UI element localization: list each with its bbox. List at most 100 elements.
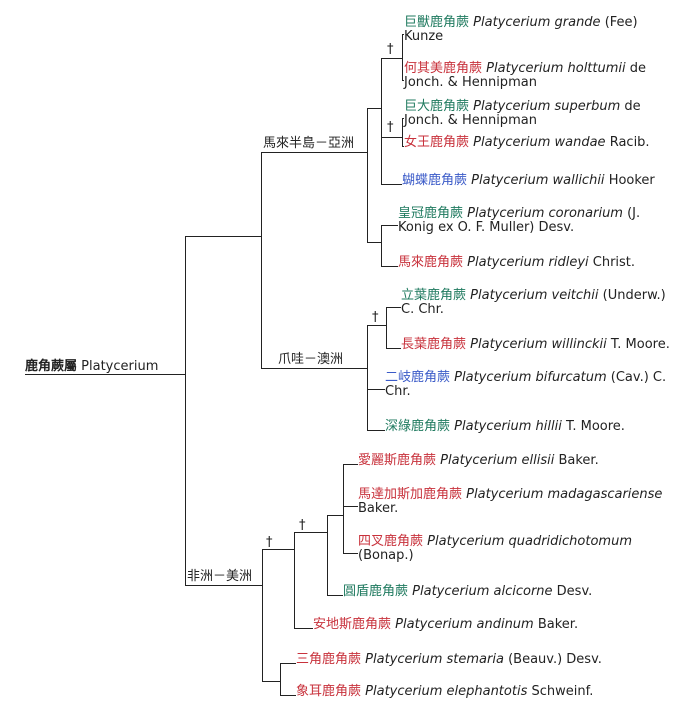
species-cn-name: 愛麗斯鹿角蕨	[358, 453, 437, 468]
species-label: 蝴蝶鹿角蕨 Platycerium wallichii Hooker	[402, 174, 655, 188]
species-author: Racib.	[609, 135, 650, 150]
branch-horizontal	[381, 58, 402, 59]
leaf-branch	[343, 553, 358, 554]
leaf-branch	[367, 430, 385, 431]
branch-vertical	[381, 58, 382, 185]
species-label: 皇冠鹿角蕨 Platycerium coronarium (J.Konig ex…	[398, 207, 640, 235]
leaf-branch	[343, 506, 358, 507]
species-sci-name: Platycerium ridleyi	[467, 255, 589, 270]
species-sci-name: Platycerium superbum	[473, 99, 621, 114]
species-author: Baker.	[558, 453, 599, 468]
species-sci-name: Platycerium wandae	[473, 135, 606, 150]
dagger-mark: †	[372, 310, 379, 325]
branch-vertical	[261, 152, 262, 369]
branch-horizontal	[327, 515, 343, 516]
branch-horizontal	[25, 374, 185, 375]
branch-vertical	[327, 515, 328, 596]
species-cn-name: 立葉鹿角蕨	[401, 288, 467, 303]
leaf-branch	[381, 184, 402, 185]
species-sci-name: Platycerium hillii	[454, 419, 562, 434]
species-author: (Bonap.)	[358, 548, 414, 563]
species-author: (Cav.) C.Chr.	[385, 370, 667, 399]
root-latin: Platycerium	[81, 359, 159, 374]
species-label: 二岐鹿角蕨 Platycerium bifurcatum (Cav.) C.Ch…	[385, 371, 666, 399]
species-author: T. Moore.	[565, 419, 625, 434]
species-author: (Beauv.) Desv.	[508, 652, 602, 667]
branch-vertical	[262, 549, 263, 682]
species-label: 安地斯鹿角蕨 Platycerium andinum Baker.	[313, 618, 578, 632]
species-label: 象耳鹿角蕨 Platycerium elephantotis Schweinf.	[296, 685, 593, 699]
species-cn-name: 馬達加斯加鹿角蕨	[358, 487, 463, 502]
species-author: Hooker	[608, 173, 655, 188]
species-author: Desv.	[556, 584, 593, 599]
species-cn-name: 女王鹿角蕨	[404, 135, 470, 150]
species-author: (J.Konig ex O. F. Muller) Desv.	[398, 206, 641, 235]
species-author: (Fee)Kunze	[404, 15, 638, 44]
branch-horizontal	[367, 108, 381, 109]
leaf-branch	[294, 628, 313, 629]
species-sci-name: Platycerium bifurcatum	[454, 370, 607, 385]
branch-vertical	[367, 325, 368, 431]
leaf-branch	[386, 348, 401, 349]
branch-vertical	[402, 34, 403, 81]
dagger-mark: †	[299, 518, 306, 533]
branch-horizontal	[185, 585, 262, 586]
branch-vertical	[185, 236, 186, 586]
branch-vertical	[294, 532, 295, 629]
species-cn-name: 四叉鹿角蕨	[358, 534, 424, 549]
branch-vertical	[386, 307, 387, 349]
leaf-branch	[402, 34, 404, 35]
species-label: 長葉鹿角蕨 Platycerium willinckii T. Moore.	[401, 338, 670, 352]
leaf-branch	[402, 80, 404, 81]
leaf-branch	[382, 266, 398, 267]
branch-horizontal	[294, 532, 327, 533]
clade-label-africa-america: 非洲－美洲	[187, 569, 253, 584]
species-sci-name: Platycerium elephantotis	[365, 684, 528, 699]
species-label: 立葉鹿角蕨 Platycerium veitchii (Underw.)C. C…	[401, 289, 666, 317]
dagger-mark: †	[387, 120, 394, 135]
species-sci-name: Platycerium grande	[473, 15, 601, 30]
species-label: 馬來鹿角蕨 Platycerium ridleyi Christ.	[398, 256, 635, 270]
branch-horizontal	[367, 325, 386, 326]
species-cn-name: 二岐鹿角蕨	[385, 370, 451, 385]
species-sci-name: Platycerium alcicorne	[412, 584, 553, 599]
branch-horizontal	[367, 242, 381, 243]
root-cn: 鹿角蕨屬	[25, 359, 78, 374]
species-sci-name: Platycerium holttumii	[486, 61, 626, 76]
species-sci-name: Platycerium veitchii	[470, 288, 599, 303]
dagger-mark: †	[266, 535, 273, 550]
species-author: T. Moore.	[610, 337, 670, 352]
branch-vertical	[367, 108, 368, 243]
species-cn-name: 三角鹿角蕨	[296, 652, 362, 667]
leaf-branch	[327, 595, 343, 596]
leaf-branch	[280, 663, 296, 664]
species-cn-name: 何其美鹿角蕨	[404, 61, 483, 76]
species-label: 圓盾鹿角蕨 Platycerium alcicorne Desv.	[343, 585, 592, 599]
species-cn-name: 馬來鹿角蕨	[398, 255, 464, 270]
dagger-mark: †	[387, 42, 394, 57]
branch-vertical	[381, 225, 382, 267]
branch-horizontal	[185, 236, 261, 237]
species-cn-name: 安地斯鹿角蕨	[313, 617, 392, 632]
branch-horizontal	[262, 549, 294, 550]
leaf-branch	[402, 146, 404, 147]
leaf-branch	[386, 307, 401, 308]
species-label: 女王鹿角蕨 Platycerium wandae Racib.	[404, 136, 650, 150]
species-label: 三角鹿角蕨 Platycerium stemaria (Beauv.) Desv…	[296, 653, 602, 667]
species-cn-name: 巨大鹿角蕨	[404, 99, 470, 114]
species-cn-name: 長葉鹿角蕨	[401, 337, 467, 352]
species-sci-name: Platycerium wallichii	[471, 173, 605, 188]
branch-vertical	[402, 118, 403, 147]
species-sci-name: Platycerium quadridichotomum	[427, 534, 632, 549]
species-label: 馬達加斯加鹿角蕨 Platycerium madagascariense Bak…	[358, 487, 662, 517]
species-cn-name: 象耳鹿角蕨	[296, 684, 362, 699]
species-label: 巨獸鹿角蕨 Platycerium grande (Fee)Kunze	[404, 16, 638, 44]
species-author: Baker.	[537, 617, 579, 632]
root-label: 鹿角蕨屬 Platycerium	[25, 360, 158, 374]
species-cn-name: 皇冠鹿角蕨	[398, 206, 464, 221]
